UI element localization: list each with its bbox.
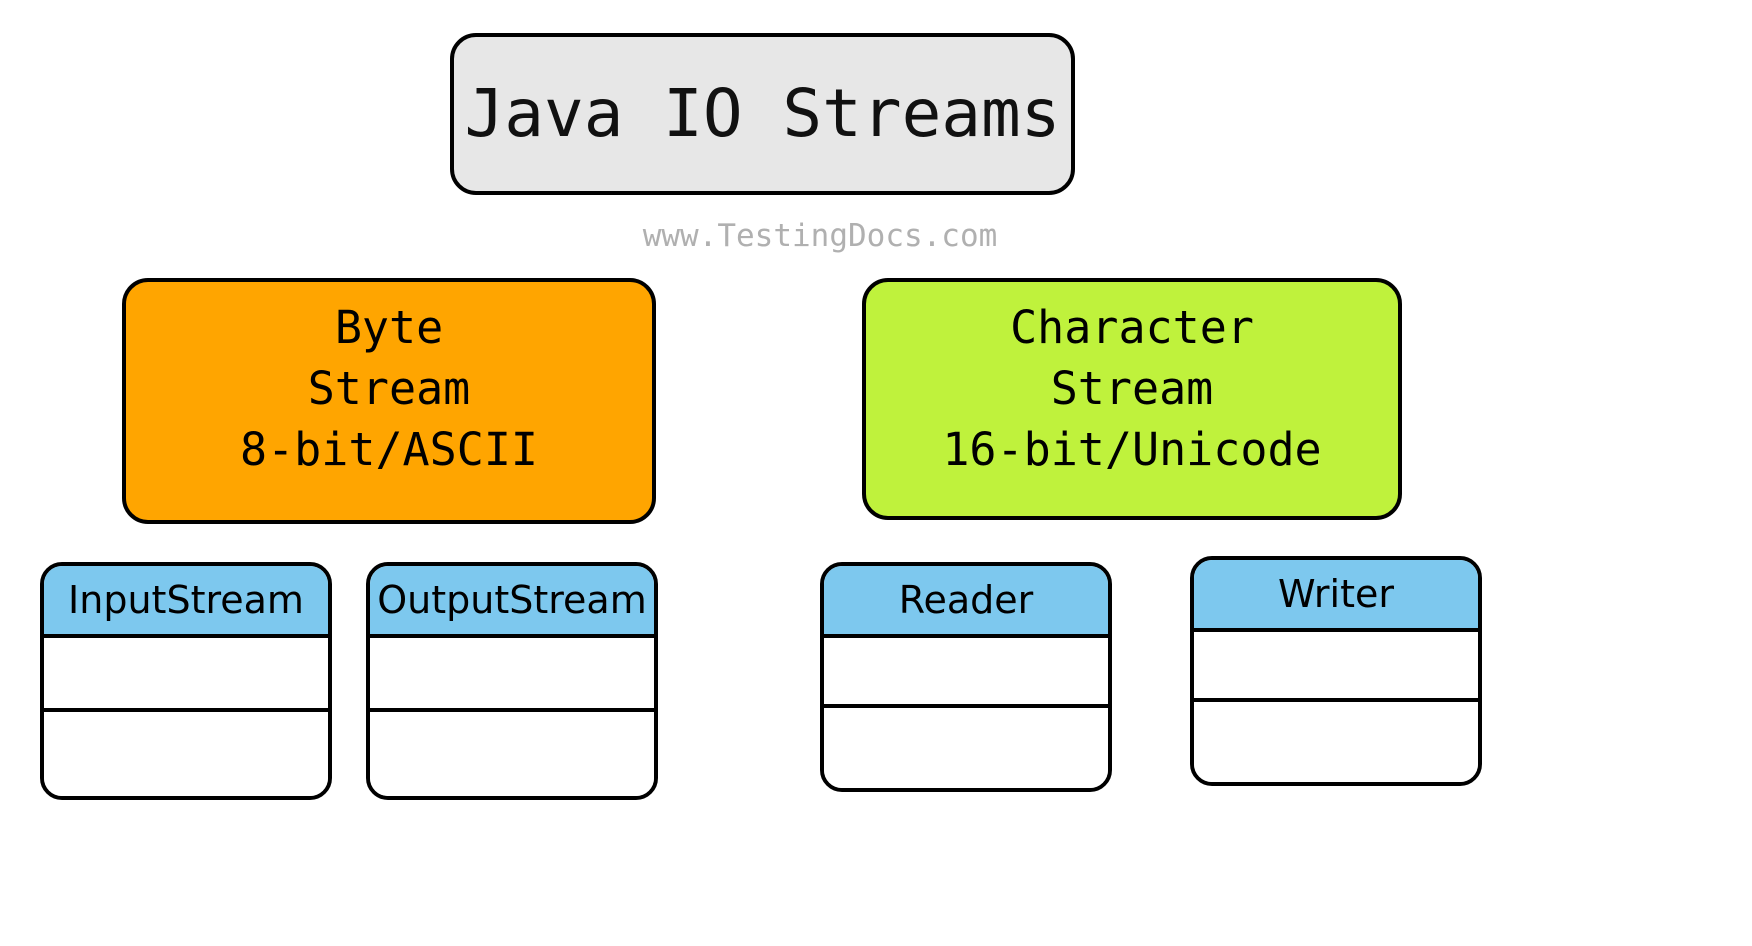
- byte-stream-line-2: Stream: [307, 361, 471, 415]
- character-stream-line-2: Stream: [1050, 361, 1214, 415]
- class-header-input-stream: InputStream: [44, 566, 328, 638]
- class-name-reader: Reader: [898, 578, 1034, 622]
- page-title: Java IO Streams: [464, 75, 1061, 152]
- class-box-reader: Reader: [820, 562, 1112, 792]
- character-stream-box: Character Stream 16-bit/Unicode: [862, 278, 1402, 520]
- class-box-writer: Writer: [1190, 556, 1482, 786]
- class-box-input-stream: InputStream: [40, 562, 332, 800]
- class-attributes-writer: [1194, 632, 1478, 702]
- class-header-writer: Writer: [1194, 560, 1478, 632]
- class-box-output-stream: OutputStream: [366, 562, 658, 800]
- byte-stream-line-1: Byte: [334, 301, 444, 354]
- watermark-text: www.TestingDocs.com: [642, 218, 998, 254]
- byte-stream-line-3: 8-bit/ASCII: [239, 422, 538, 476]
- byte-stream-box: Byte Stream 8-bit/ASCII: [122, 278, 656, 524]
- diagram-title-box: Java IO Streams: [450, 33, 1075, 195]
- class-operations-reader: [824, 708, 1108, 788]
- character-stream-line-1: Character: [1010, 301, 1254, 354]
- class-attributes-input-stream: [44, 638, 328, 712]
- character-stream-line-3: 16-bit/Unicode: [942, 422, 1322, 476]
- class-operations-input-stream: [44, 712, 328, 796]
- class-name-output-stream: OutputStream: [377, 578, 647, 622]
- class-header-reader: Reader: [824, 566, 1108, 638]
- class-header-output-stream: OutputStream: [370, 566, 654, 638]
- class-name-writer: Writer: [1278, 572, 1394, 616]
- class-operations-writer: [1194, 702, 1478, 782]
- class-attributes-output-stream: [370, 638, 654, 712]
- class-attributes-reader: [824, 638, 1108, 708]
- class-name-input-stream: InputStream: [68, 578, 304, 622]
- class-operations-output-stream: [370, 712, 654, 796]
